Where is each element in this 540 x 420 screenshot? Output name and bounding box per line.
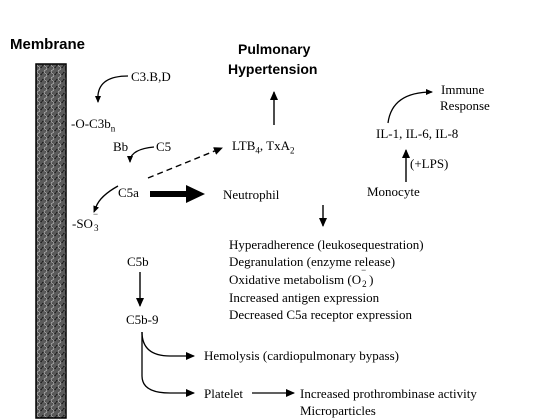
lps-label: (+LPS) xyxy=(410,156,449,171)
microparticles-label: Microparticles xyxy=(300,403,376,418)
effect-antigen: Increased antigen expression xyxy=(229,290,380,305)
neutrophil-label: Neutrophil xyxy=(223,187,280,202)
hemolysis-label: Hemolysis (cardiopulmonary bypass) xyxy=(204,348,399,363)
so3-label: -SO−3 xyxy=(72,209,99,233)
c5b9-label: C5b-9 xyxy=(126,312,159,327)
effect-receptor: Decreased C5a receptor expression xyxy=(229,307,412,322)
arrow-c3bd-to-oc3b xyxy=(95,75,129,103)
arrow-c5b9-to-hemolysis xyxy=(141,331,195,360)
txa-text: , TxA xyxy=(259,138,290,153)
effect-degranulation: Degranulation (enzyme release) xyxy=(229,254,396,269)
il-label: IL-1, IL-6, IL-8 xyxy=(376,126,459,141)
c5-label: C5 xyxy=(156,139,172,154)
prothrombinase-label: Increased prothrombinase activity xyxy=(300,386,477,401)
o-c3b-label: -O-C3bn xyxy=(71,116,116,134)
pulmonary-label-line1: Pulmonary xyxy=(238,41,311,57)
effect-oxidative: Oxidative metabolism (O−2) xyxy=(229,265,374,289)
txa-sub: 2 xyxy=(289,145,295,156)
c5b-label: C5b xyxy=(127,254,149,269)
arrow-c5a-to-neutrophil-thick xyxy=(150,185,205,203)
ltb-txa-label: LTB4, TxA2 xyxy=(232,138,295,156)
oxidative-post: ) xyxy=(369,272,374,287)
monocyte-label: Monocyte xyxy=(367,184,420,199)
so3-text: -SO xyxy=(72,216,93,231)
ltb-text: LTB xyxy=(232,138,256,153)
o-c3b-sub: n xyxy=(110,123,116,134)
membrane-bar xyxy=(35,63,67,419)
pulmonary-label-line2: Hypertension xyxy=(228,61,318,77)
ltb-sub: 4 xyxy=(255,145,260,156)
arrow-il-to-immune xyxy=(387,89,433,124)
arrow-c5-to-c5a xyxy=(127,146,155,163)
immune-label-line1: Immune xyxy=(441,82,485,97)
immune-label-line2: Response xyxy=(440,98,490,113)
membrane-title: Membrane xyxy=(10,36,86,53)
effect-hyperadherence: Hyperadherence (leukosequestration) xyxy=(229,237,424,252)
oxidative-pre: Oxidative metabolism (O xyxy=(229,272,362,287)
c5a-label: C5a xyxy=(118,185,139,200)
platelet-label: Platelet xyxy=(204,386,243,401)
arrow-c5b9-to-platelet xyxy=(141,332,195,397)
o-c3b-text: -O-C3b xyxy=(71,116,111,131)
bb-label: Bb xyxy=(113,139,129,154)
arrow-c5a-to-ltb4-dashed xyxy=(147,147,223,179)
c3bd-label: C3.B,D xyxy=(131,69,171,84)
arrow-c5a-to-so3 xyxy=(93,185,119,213)
